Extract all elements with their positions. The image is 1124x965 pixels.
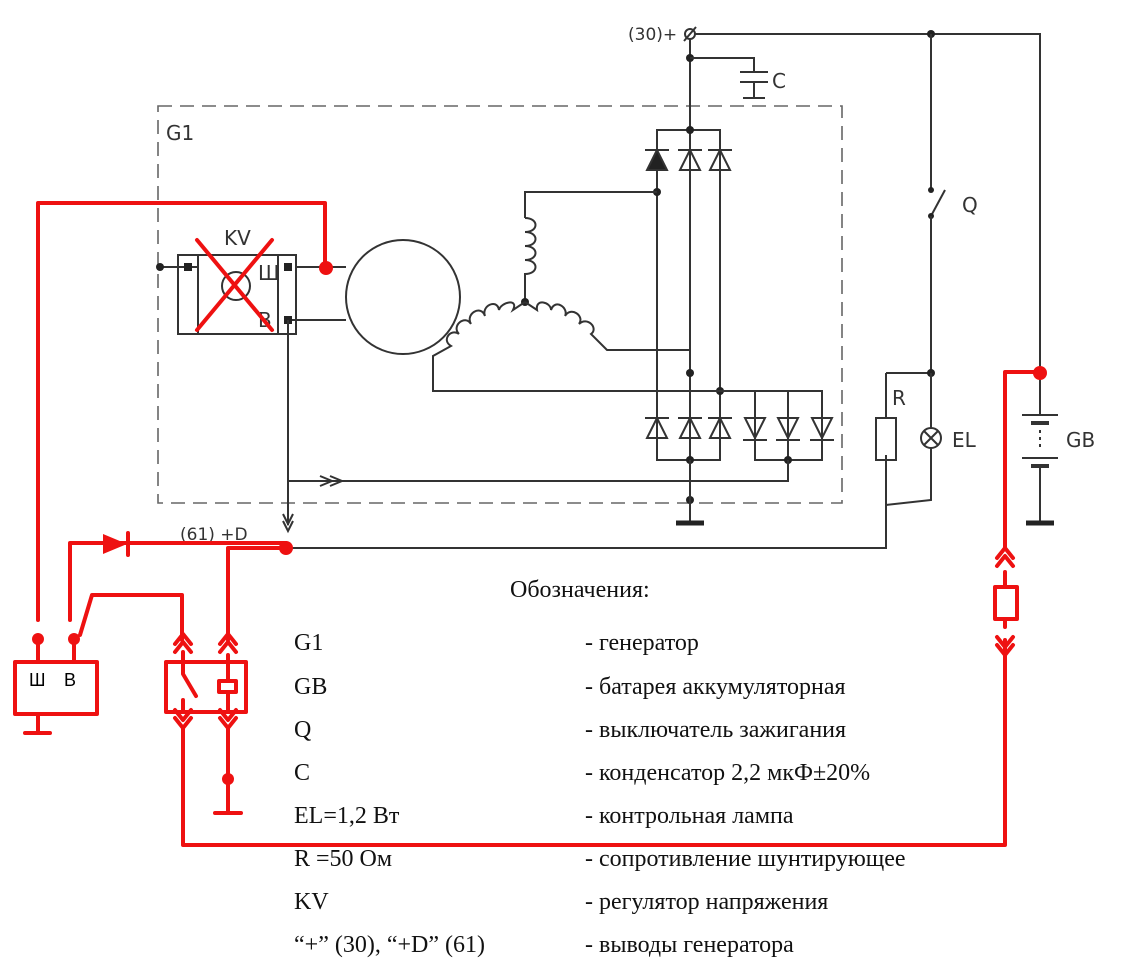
diode-upper-2 — [678, 147, 702, 171]
generator-boundary — [157, 105, 843, 504]
lamp-label: EL — [952, 428, 977, 452]
terminal-d-label: (61) +D — [180, 525, 248, 545]
ext-regulator-pin-v: В — [64, 670, 76, 690]
resistor-r — [875, 369, 935, 505]
capacitor-label: C — [772, 69, 786, 93]
ext-regulator-pin-sh: Ш — [29, 670, 46, 690]
generator-label: G1 — [166, 121, 194, 145]
legend-desc: - конденсатор 2,2 мкФ±20% — [585, 760, 870, 786]
legend-desc: - регулятор напряжения — [585, 889, 828, 915]
battery-label: GB — [1066, 428, 1095, 452]
legend-desc: - контрольная лампа — [585, 803, 794, 829]
d-terminal-line — [288, 455, 887, 549]
positive-bus — [686, 30, 1041, 523]
legend-title: Обозначения: — [510, 577, 650, 603]
battery-gb — [1022, 372, 1058, 526]
legend-symbol: R =50 Ом — [294, 846, 392, 872]
legend-list: G1 - генератор GB - батарея аккумуляторн… — [294, 630, 906, 958]
legend-symbol: GB — [294, 674, 327, 700]
legend-desc: - батарея аккумуляторная — [585, 674, 846, 700]
legend-symbol: Q — [294, 717, 311, 743]
diode-upper-3 — [708, 147, 732, 171]
legend-symbol: KV — [294, 889, 329, 915]
diode-upper-1 — [645, 147, 669, 171]
terminal-plus — [683, 26, 697, 42]
stator-winding — [432, 191, 720, 392]
ignition-switch-q — [928, 34, 946, 373]
red-v-wire — [78, 593, 184, 642]
red-field-wire — [36, 201, 333, 622]
legend-desc: - выводы генератора — [585, 932, 794, 958]
rectifier-bridge — [645, 126, 732, 504]
ground-symbol — [676, 460, 704, 526]
relay-block — [164, 632, 248, 815]
diode-lower-3 — [708, 415, 732, 439]
legend-desc: - генератор — [585, 630, 699, 656]
resistor-label: R — [892, 386, 906, 410]
legend-symbol: G1 — [294, 630, 323, 656]
regulator-cross-out — [195, 238, 274, 332]
legend-symbol: C — [294, 760, 310, 786]
regulator-pin-sh: Ш — [258, 261, 279, 285]
exciter-diodes — [288, 390, 834, 487]
legend-symbol: EL=1,2 Вт — [294, 803, 400, 829]
diode-lower-2 — [678, 415, 702, 439]
switch-label: Q — [962, 193, 978, 217]
capacitor-c — [690, 57, 768, 99]
legend-symbol: “+” (30), “+D” (61) — [294, 932, 485, 958]
regulator-label: KV — [224, 226, 251, 250]
terminal-plus-label: (30)+ — [628, 25, 677, 45]
legend-desc: - выключатель зажигания — [585, 717, 846, 743]
red-d-connection — [68, 531, 293, 642]
diode-lower-1 — [645, 415, 669, 439]
red-battery-loop — [181, 366, 1047, 847]
external-regulator — [13, 633, 99, 735]
legend-desc: - сопротивление шунтирующее — [585, 846, 906, 872]
rotor-winding — [345, 239, 461, 355]
lamp-el — [885, 373, 942, 506]
